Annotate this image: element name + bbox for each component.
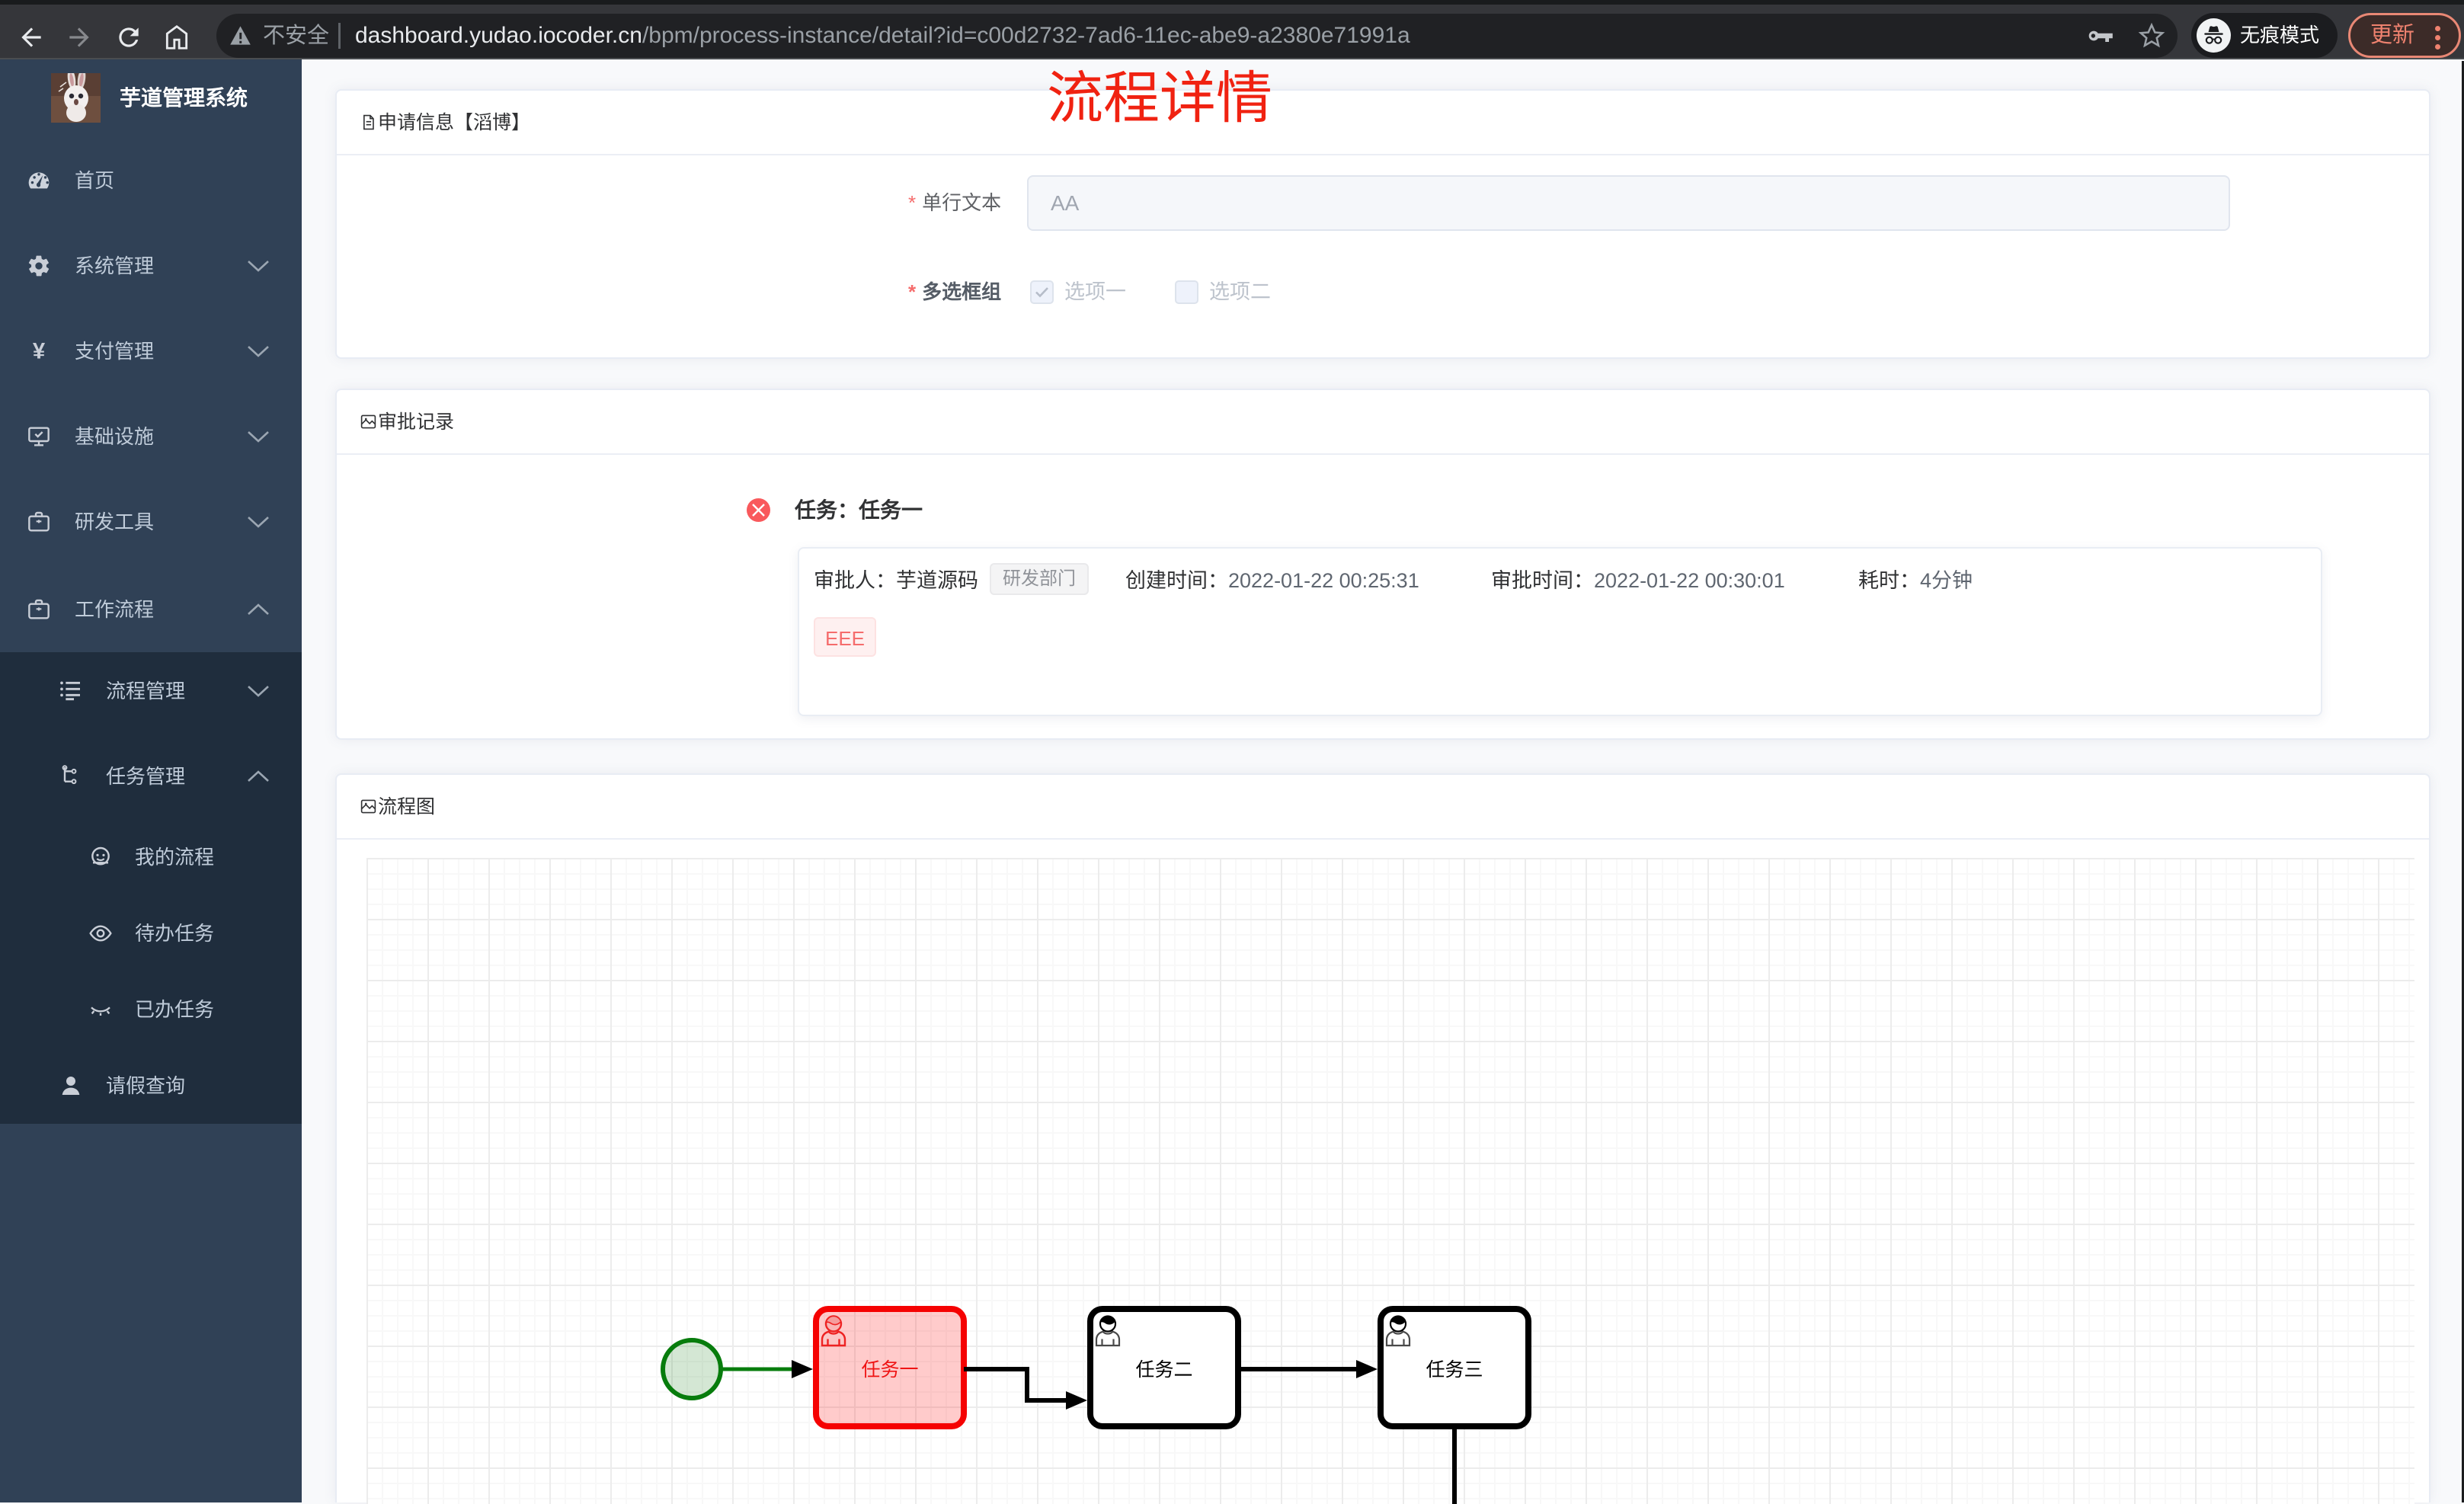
svg-text:任务一: 任务一 <box>861 1359 918 1381</box>
svg-text:¥: ¥ <box>33 339 46 363</box>
svg-text:任务三: 任务三 <box>1426 1359 1483 1381</box>
svg-text:任务二: 任务二 <box>1135 1359 1192 1381</box>
